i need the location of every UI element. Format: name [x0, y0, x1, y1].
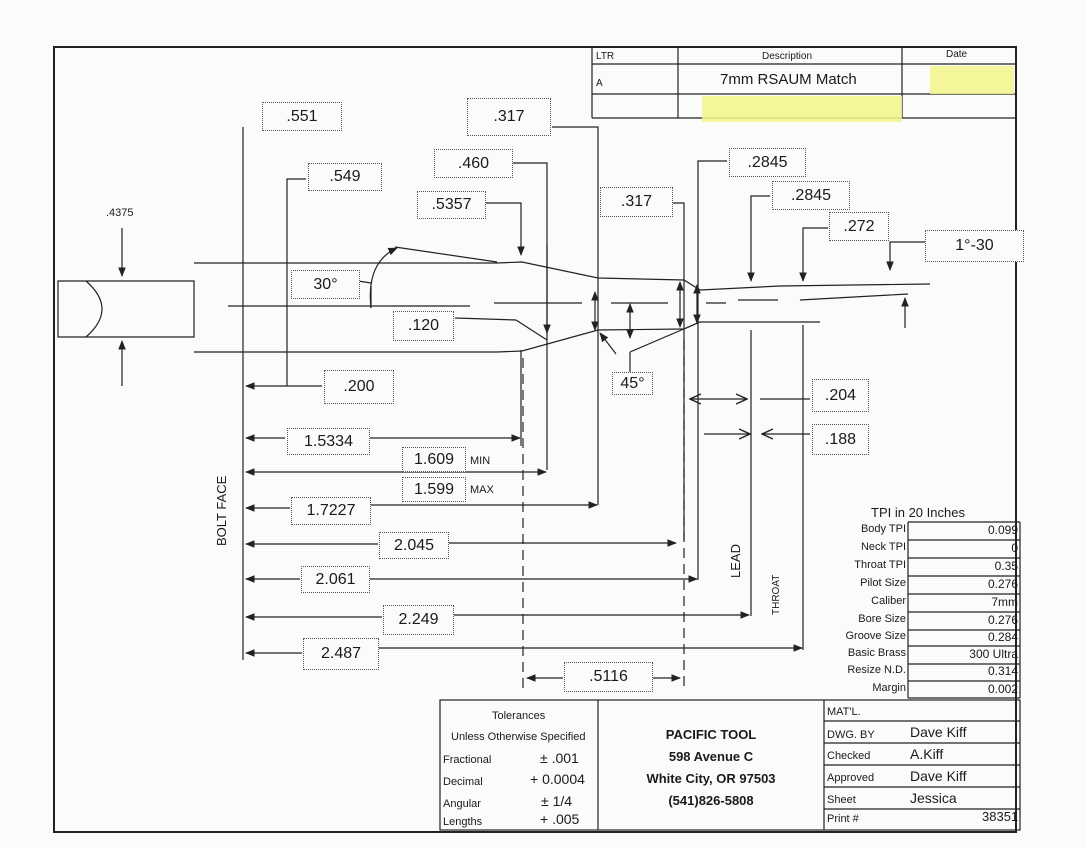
tpi-label: Resize N.D. [847, 664, 906, 676]
bolt-face-label: BOLT FACE [214, 475, 229, 546]
tpi-label: Neck TPI [860, 541, 906, 553]
tpi-label: Body TPI [860, 523, 906, 535]
lead-label: LEAD [728, 544, 743, 578]
checked-value: A.Kiff [910, 746, 944, 762]
approved-label: Approved [827, 772, 875, 784]
dim-5116: .5116 [564, 662, 653, 692]
company-phone: (541)826-5808 [668, 793, 754, 808]
date-highlight [930, 66, 1014, 94]
tpi-value: 300 Ultra [969, 647, 1018, 661]
tpi-row-body: Body TPI 0.099 [780, 523, 1020, 540]
dim-5357: .5357 [417, 191, 486, 219]
tpi-title: TPI in 20 Inches [871, 505, 965, 520]
dim-551: .551 [262, 102, 342, 131]
company-city: White City, OR 97503 [646, 771, 776, 786]
tpi-row-groove: Groove Size 0.284 [780, 630, 1020, 647]
dim-4375: .4375 [106, 207, 134, 219]
tol-angular-value: ± 1/4 [541, 793, 573, 809]
pilot-shape [57, 280, 195, 338]
dim-1609: 1.609 [402, 447, 466, 472]
tpi-value: 0 [1011, 541, 1018, 555]
chamber-outline-lower [194, 321, 820, 353]
dim-2845-second: .2845 [772, 181, 850, 210]
tpi-row-bore: Bore Size 0.276 [780, 613, 1020, 630]
tpi-label: Pilot Size [860, 577, 906, 589]
dim-2045: 2.045 [379, 532, 449, 559]
dim-549: .549 [308, 163, 382, 191]
dim-272: .272 [829, 212, 889, 241]
rev-header-ltr: LTR [596, 51, 615, 62]
sheet-border [53, 46, 1017, 833]
company-name: PACIFIC TOOL [665, 727, 757, 742]
tpi-table: Body TPI 0.099 Neck TPI 0 Throat TPI 0.3… [780, 522, 1020, 698]
checked-label: Checked [827, 750, 871, 762]
tpi-row-brass: Basic Brass 300 Ultra [780, 647, 1020, 664]
dim-120: .120 [393, 311, 454, 341]
tpi-value: 0.276 [987, 577, 1018, 591]
dim-max-label: MAX [470, 484, 494, 496]
tpi-row-margin: Margin 0.002 [780, 682, 1020, 699]
dim-1599: 1.599 [402, 477, 466, 502]
tpi-label: Caliber [871, 595, 906, 607]
tpi-label: Margin [872, 682, 906, 694]
sheet-label: Sheet [827, 794, 856, 806]
dim-204: .204 [812, 379, 869, 412]
dwg-by-label: DWG. BY [827, 729, 875, 741]
dim-317-mid: .317 [600, 187, 673, 217]
tolerances-subtitle: Unless Otherwise Specified [451, 731, 586, 743]
tpi-label: Throat TPI [854, 559, 906, 571]
dim-15334: 1.5334 [287, 428, 370, 455]
tol-decimal-value: + 0.0004 [530, 771, 585, 787]
tpi-value: 0.099 [987, 523, 1018, 537]
tol-lengths-label: Lengths [443, 816, 483, 828]
dim-460: .460 [434, 149, 513, 178]
chamber-outline-upper [194, 261, 931, 291]
tpi-label: Bore Size [858, 613, 906, 625]
tpi-row-pilot: Pilot Size 0.276 [780, 577, 1020, 594]
dim-2249: 2.249 [383, 605, 454, 635]
approved-value: Dave Kiff [910, 768, 967, 784]
rev-header-date: Date [946, 49, 968, 60]
tpi-value: 0.35 [994, 559, 1018, 573]
dim-angle-45: 45° [612, 372, 653, 395]
company-address: 598 Avenue C [668, 749, 754, 764]
tol-decimal-label: Decimal [443, 776, 483, 788]
sheet-value: Jessica [910, 790, 957, 806]
tpi-value: 0.314 [987, 664, 1018, 678]
tpi-value: 0.284 [987, 630, 1018, 644]
tpi-value: 7mm [991, 595, 1018, 609]
tol-lengths-value: + .005 [540, 811, 580, 827]
dim-188: .188 [812, 424, 869, 455]
tol-fractional-value: ± .001 [540, 750, 579, 766]
dim-angle-1-30: 1°-30 [925, 230, 1024, 262]
dim-angle-30: 30° [291, 270, 360, 299]
print-number-label: Print # [827, 813, 859, 825]
tpi-row-resize: Resize N.D. 0.314 [780, 664, 1020, 681]
dim-min-label: MIN [470, 455, 491, 467]
tpi-row-caliber: Caliber 7mm [780, 595, 1020, 612]
tolerances-title: Tolerances [492, 710, 546, 722]
rev-description: 7mm RSAUM Match [720, 71, 857, 88]
dim-200: .200 [324, 370, 394, 404]
dim-2845-top: .2845 [729, 148, 806, 177]
dwg-by-value: Dave Kiff [910, 724, 967, 740]
tpi-value: 0.276 [987, 613, 1018, 627]
tpi-value: 0.002 [987, 682, 1018, 696]
tol-angular-label: Angular [443, 798, 481, 810]
tpi-row-throat: Throat TPI 0.35 [780, 559, 1020, 576]
print-number-value: 38351 [982, 809, 1019, 824]
material-label: MAT'L. [827, 706, 861, 718]
tpi-label: Basic Brass [847, 647, 906, 659]
description-highlight [702, 96, 902, 122]
dim-317-top: .317 [467, 98, 551, 136]
dim-2487: 2.487 [303, 638, 379, 670]
dim-17227: 1.7227 [291, 497, 371, 525]
tol-fractional-label: Fractional [443, 754, 492, 766]
rev-ltr: A [596, 78, 603, 89]
dim-2061: 2.061 [301, 566, 370, 593]
tpi-row-neck: Neck TPI 0 [780, 541, 1020, 558]
rev-header-description: Description [762, 51, 813, 62]
tpi-label: Groove Size [845, 630, 906, 642]
